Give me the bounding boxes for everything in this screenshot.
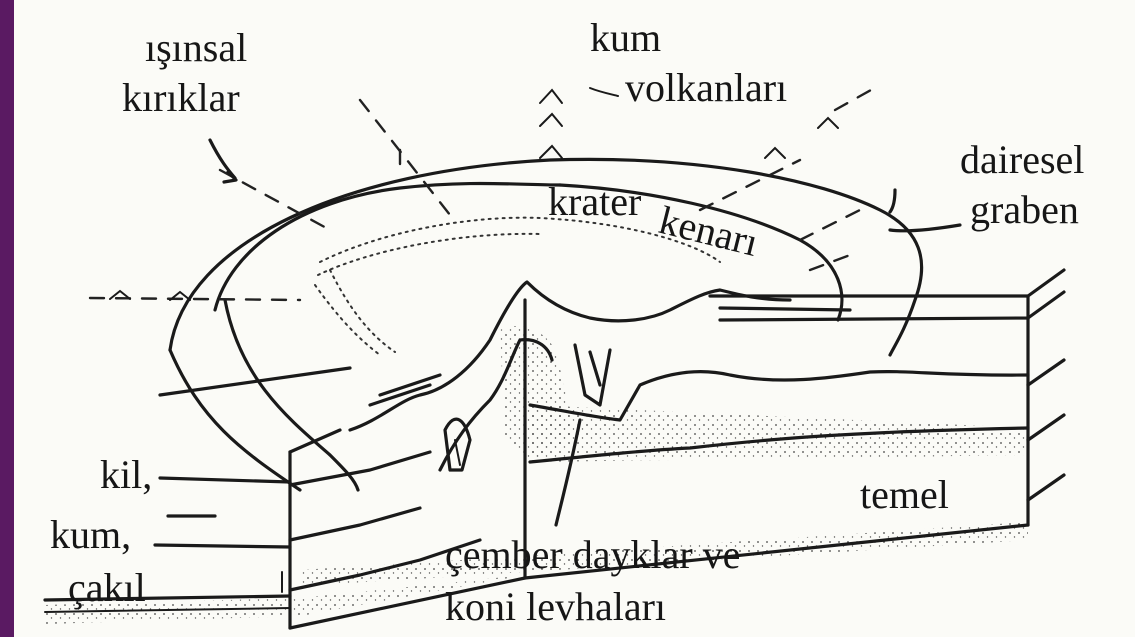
label-sand: kum, <box>50 515 131 555</box>
label-sand-volcanoes-line1: kum <box>590 18 661 58</box>
label-gravel: çakıl <box>68 568 146 608</box>
label-ring-dikes-line2: koni levhaları <box>445 587 666 627</box>
label-circular-graben-line2: graben <box>970 190 1079 230</box>
label-clay: kil, <box>100 455 152 495</box>
label-ring-dikes-line1: çember dayklar ve <box>445 535 740 575</box>
label-basement: temel <box>860 475 949 515</box>
label-sand-volcanoes-line2: volkanları <box>625 68 787 108</box>
label-circular-graben-line1: dairesel <box>960 140 1084 180</box>
central-uplift-sand <box>500 326 570 462</box>
label-radial-fractures-line2: kırıklar <box>122 78 240 118</box>
label-radial-fractures-line1: ışınsal <box>145 28 247 68</box>
label-crater-rim-line1: krater <box>548 182 641 222</box>
